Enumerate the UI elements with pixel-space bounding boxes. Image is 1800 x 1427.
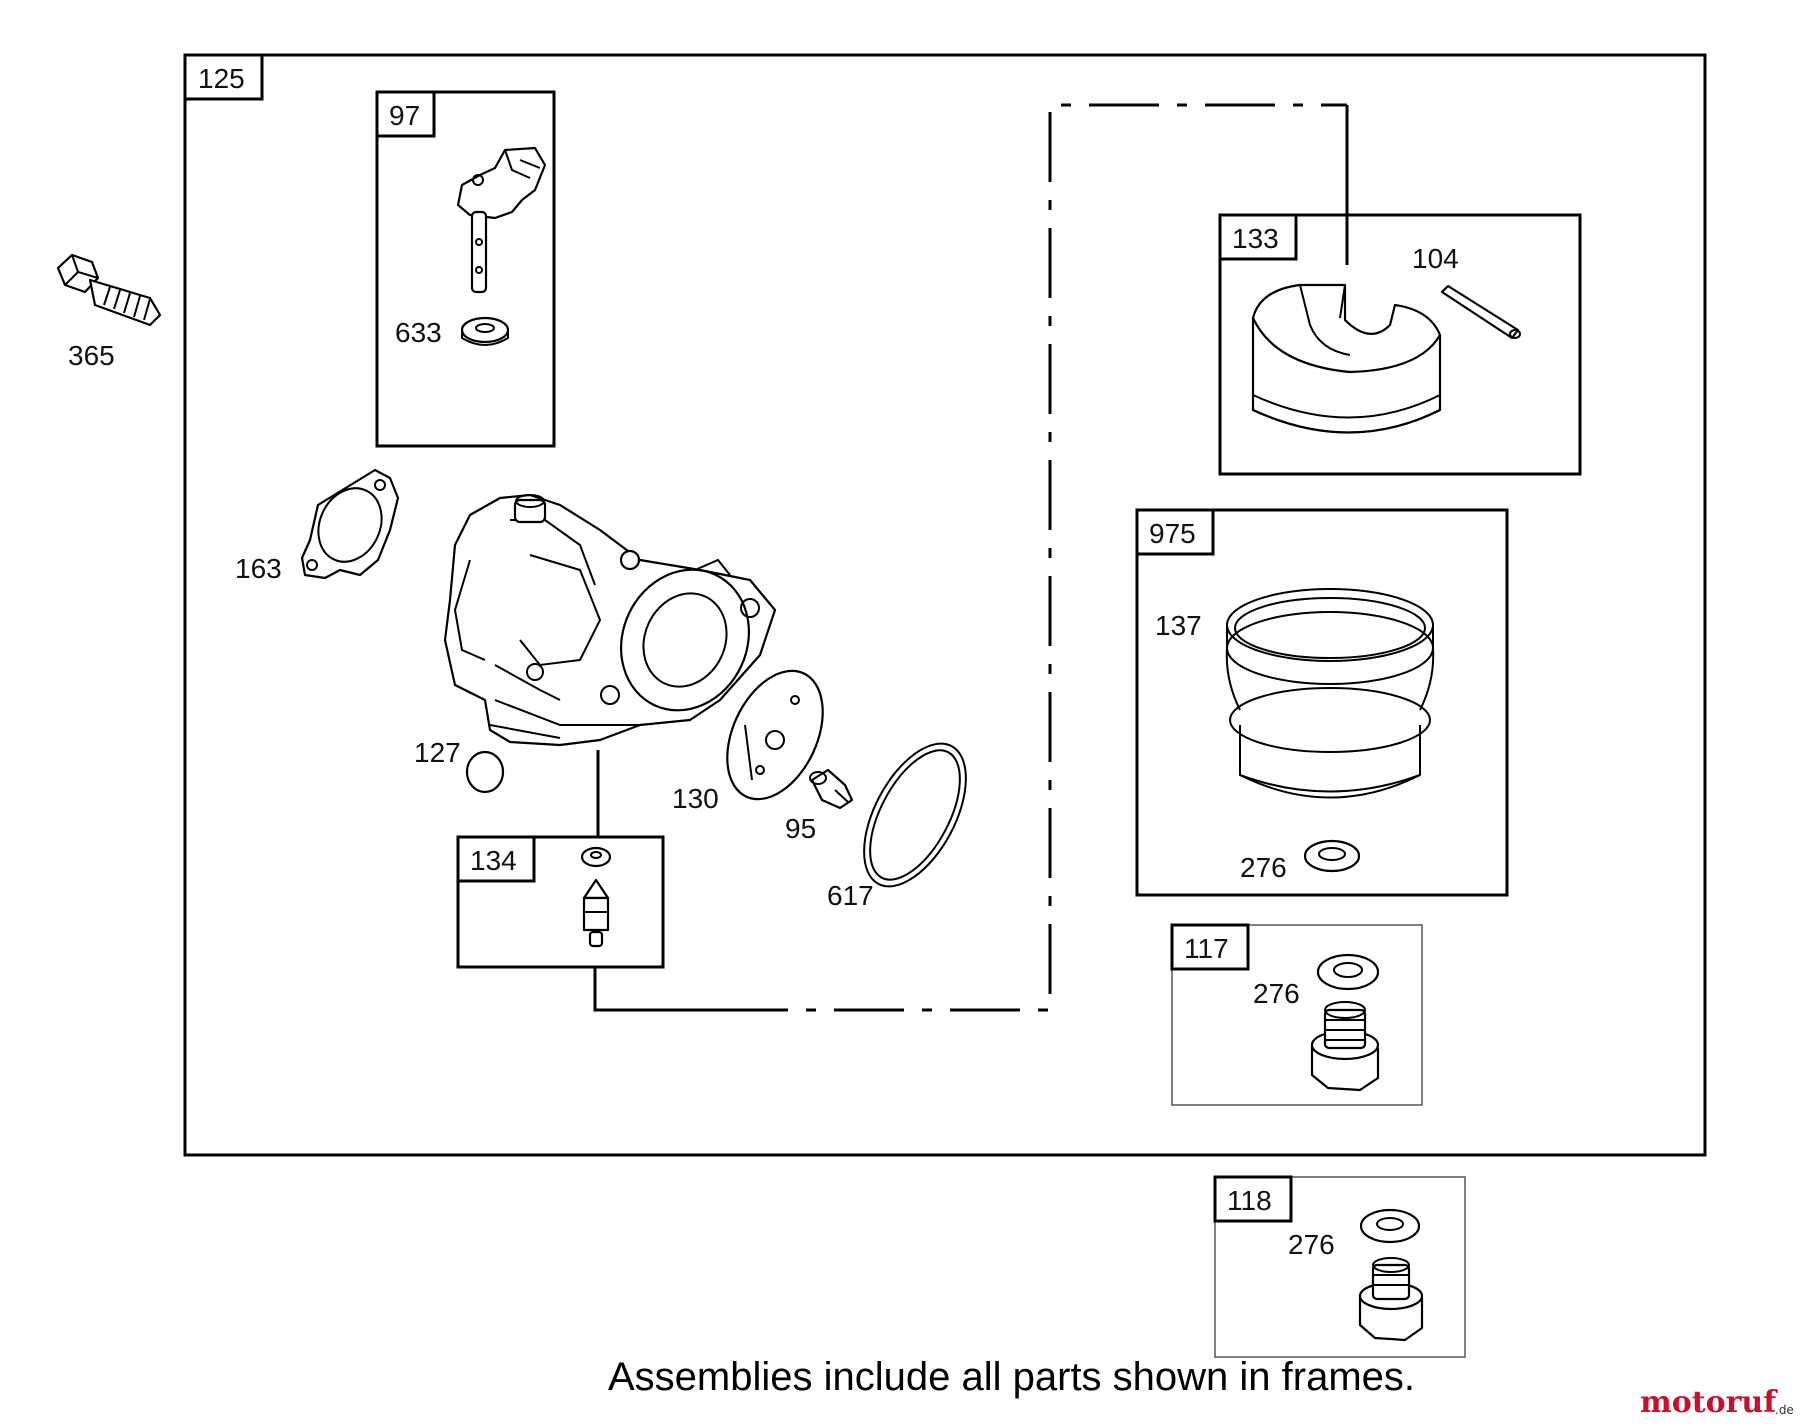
washer-276-c-part <box>1359 1208 1421 1244</box>
watermark: motoruf .de <box>1640 1385 1794 1420</box>
label-276-b: 276 <box>1253 978 1300 1009</box>
frame-134: 134 <box>456 835 665 969</box>
frame-975: 975 <box>1135 508 1509 897</box>
label-276-c: 276 <box>1288 1229 1335 1260</box>
gasket-163-part <box>300 468 400 580</box>
caption: Assemblies include all parts shown in fr… <box>608 1355 1415 1399</box>
label-130: 130 <box>672 783 719 814</box>
label-617: 617 <box>827 880 874 911</box>
connector-solid-a <box>593 967 718 1012</box>
carburetor-body-part <box>443 493 777 747</box>
frame-97: 97 <box>375 90 556 448</box>
washer-276-a-part <box>1303 839 1361 873</box>
label-365: 365 <box>68 340 115 371</box>
watermark-suffix: .de <box>1775 1403 1794 1417</box>
oring-617-part <box>863 742 967 888</box>
frame-133-label: 133 <box>1232 223 1279 254</box>
frame-125-label: 125 <box>198 63 245 94</box>
label-95: 95 <box>785 813 816 844</box>
frame-975-label: 975 <box>1149 518 1196 549</box>
pin-104-part <box>1440 284 1521 340</box>
label-104: 104 <box>1412 243 1459 274</box>
plug-127-part <box>465 750 505 794</box>
label-127: 127 <box>414 737 461 768</box>
washer-276-b-part <box>1316 953 1380 991</box>
float-part <box>1251 283 1442 434</box>
frame-133: 133 <box>1218 213 1582 476</box>
washer-633-part <box>460 316 510 346</box>
bowl-nut-118-part <box>1358 1257 1424 1342</box>
connector-dashed <box>718 103 1347 1012</box>
bowl-nut-117-part <box>1310 1001 1380 1092</box>
frame-117: 117 <box>1170 923 1423 1106</box>
watermark-text: motoruf <box>1640 1385 1778 1420</box>
needle-seat-part <box>580 846 612 948</box>
frame-118-label: 118 <box>1227 1185 1272 1216</box>
screw-95-part <box>809 768 854 810</box>
throttle-shaft-part <box>456 146 547 294</box>
frame-117-label: 117 <box>1184 933 1229 964</box>
frame-118: 118 <box>1213 1175 1466 1358</box>
label-163: 163 <box>235 553 282 584</box>
label-633: 633 <box>395 317 442 348</box>
label-276-a: 276 <box>1240 852 1287 883</box>
frame-125: 125 <box>183 53 1707 1157</box>
bowl-part <box>1225 588 1435 799</box>
frame-97-label: 97 <box>389 100 420 131</box>
label-137: 137 <box>1155 610 1202 641</box>
plate-130-part <box>726 669 824 801</box>
frame-134-label: 134 <box>470 845 517 876</box>
bolt-365-part <box>56 253 162 327</box>
